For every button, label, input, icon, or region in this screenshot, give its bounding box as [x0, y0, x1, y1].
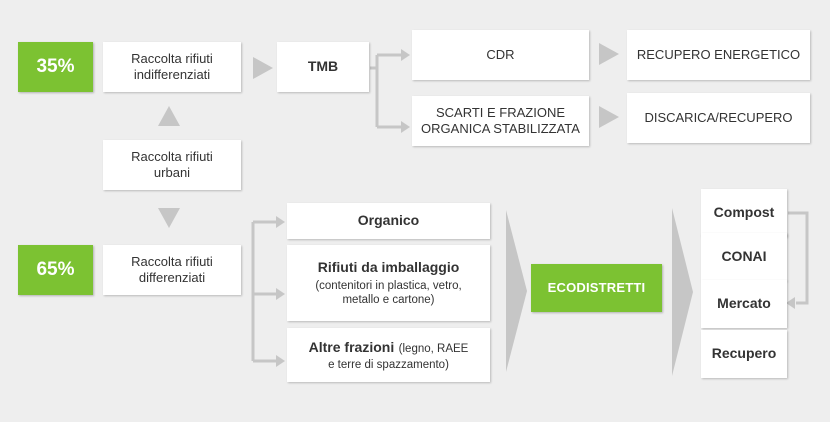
box-raccolta-urbani: Raccolta rifiuti urbani — [103, 140, 241, 190]
arrowhead-to-cdr — [401, 49, 410, 61]
box-recupero-energetico: RECUPERO ENERGETICO — [627, 30, 810, 80]
arrow-to-recupero-energetico — [599, 43, 619, 65]
box-scarti-frazione-organica: SCARTI E FRAZIONE ORGANICA STABILIZZATA — [412, 96, 589, 146]
scarti-line-1: SCARTI E FRAZIONE — [435, 105, 566, 121]
box-raccolta-differenziati: Raccolta rifiuti differenziati — [103, 245, 241, 295]
connector-tmb-split — [370, 53, 402, 129]
arrowhead-to-imballaggio — [276, 288, 285, 300]
arrow-to-tmb — [253, 57, 273, 79]
box-output-compost: Compost — [701, 189, 787, 237]
chevron-to-ecodistretti — [506, 210, 527, 372]
box-cdr: CDR — [412, 30, 589, 80]
percentage-badge-differentiated: 65% — [18, 245, 93, 295]
altre-line-1: Altre frazioni (legno, RAEE — [309, 338, 469, 358]
percentage-badge-undifferentiated: 35% — [18, 42, 93, 92]
connector-diff-split — [251, 220, 277, 363]
arrowhead-to-organico — [276, 216, 285, 228]
box-output-conai: CONAI — [701, 233, 787, 281]
box-ecodistretti: ECODISTRETTI — [531, 264, 662, 312]
imballaggio-detail: (contenitori in plastica, vetro, metallo… — [315, 280, 462, 307]
box-raccolta-indifferenziati: Raccolta rifiuti indifferenziati — [103, 42, 241, 92]
scarti-line-2: ORGANICA STABILIZZATA — [421, 121, 580, 136]
arrowhead-to-altre — [276, 355, 285, 367]
arrow-down-to-differenziati — [158, 208, 180, 228]
arrowhead-to-mercato — [786, 297, 795, 309]
arrow-to-discarica — [599, 106, 619, 128]
arrowhead-to-scarti — [401, 121, 410, 133]
box-rifiuti-imballaggio: Rifiuti da imballaggio (contenitori in p… — [287, 245, 490, 321]
altre-detail-2: e terre di spazzamento) — [328, 358, 449, 371]
altre-detail-1: (legno, RAEE — [398, 343, 469, 356]
box-altre-frazioni: Altre frazioni (legno, RAEE e terre di s… — [287, 328, 490, 382]
box-output-recupero: Recupero — [701, 330, 787, 378]
chevron-to-outputs — [672, 208, 693, 376]
box-discarica-recupero: DISCARICA/RECUPERO — [627, 93, 810, 143]
altre-title: Altre frazioni — [308, 339, 395, 356]
box-organico: Organico — [287, 203, 490, 239]
box-tmb: TMB — [277, 42, 369, 92]
box-output-mercato: Mercato — [701, 280, 787, 328]
arrow-up-to-indifferenziati — [158, 106, 180, 126]
connector-compost-mercato — [788, 211, 809, 305]
imballaggio-title: Rifiuti da imballaggio — [317, 258, 460, 275]
